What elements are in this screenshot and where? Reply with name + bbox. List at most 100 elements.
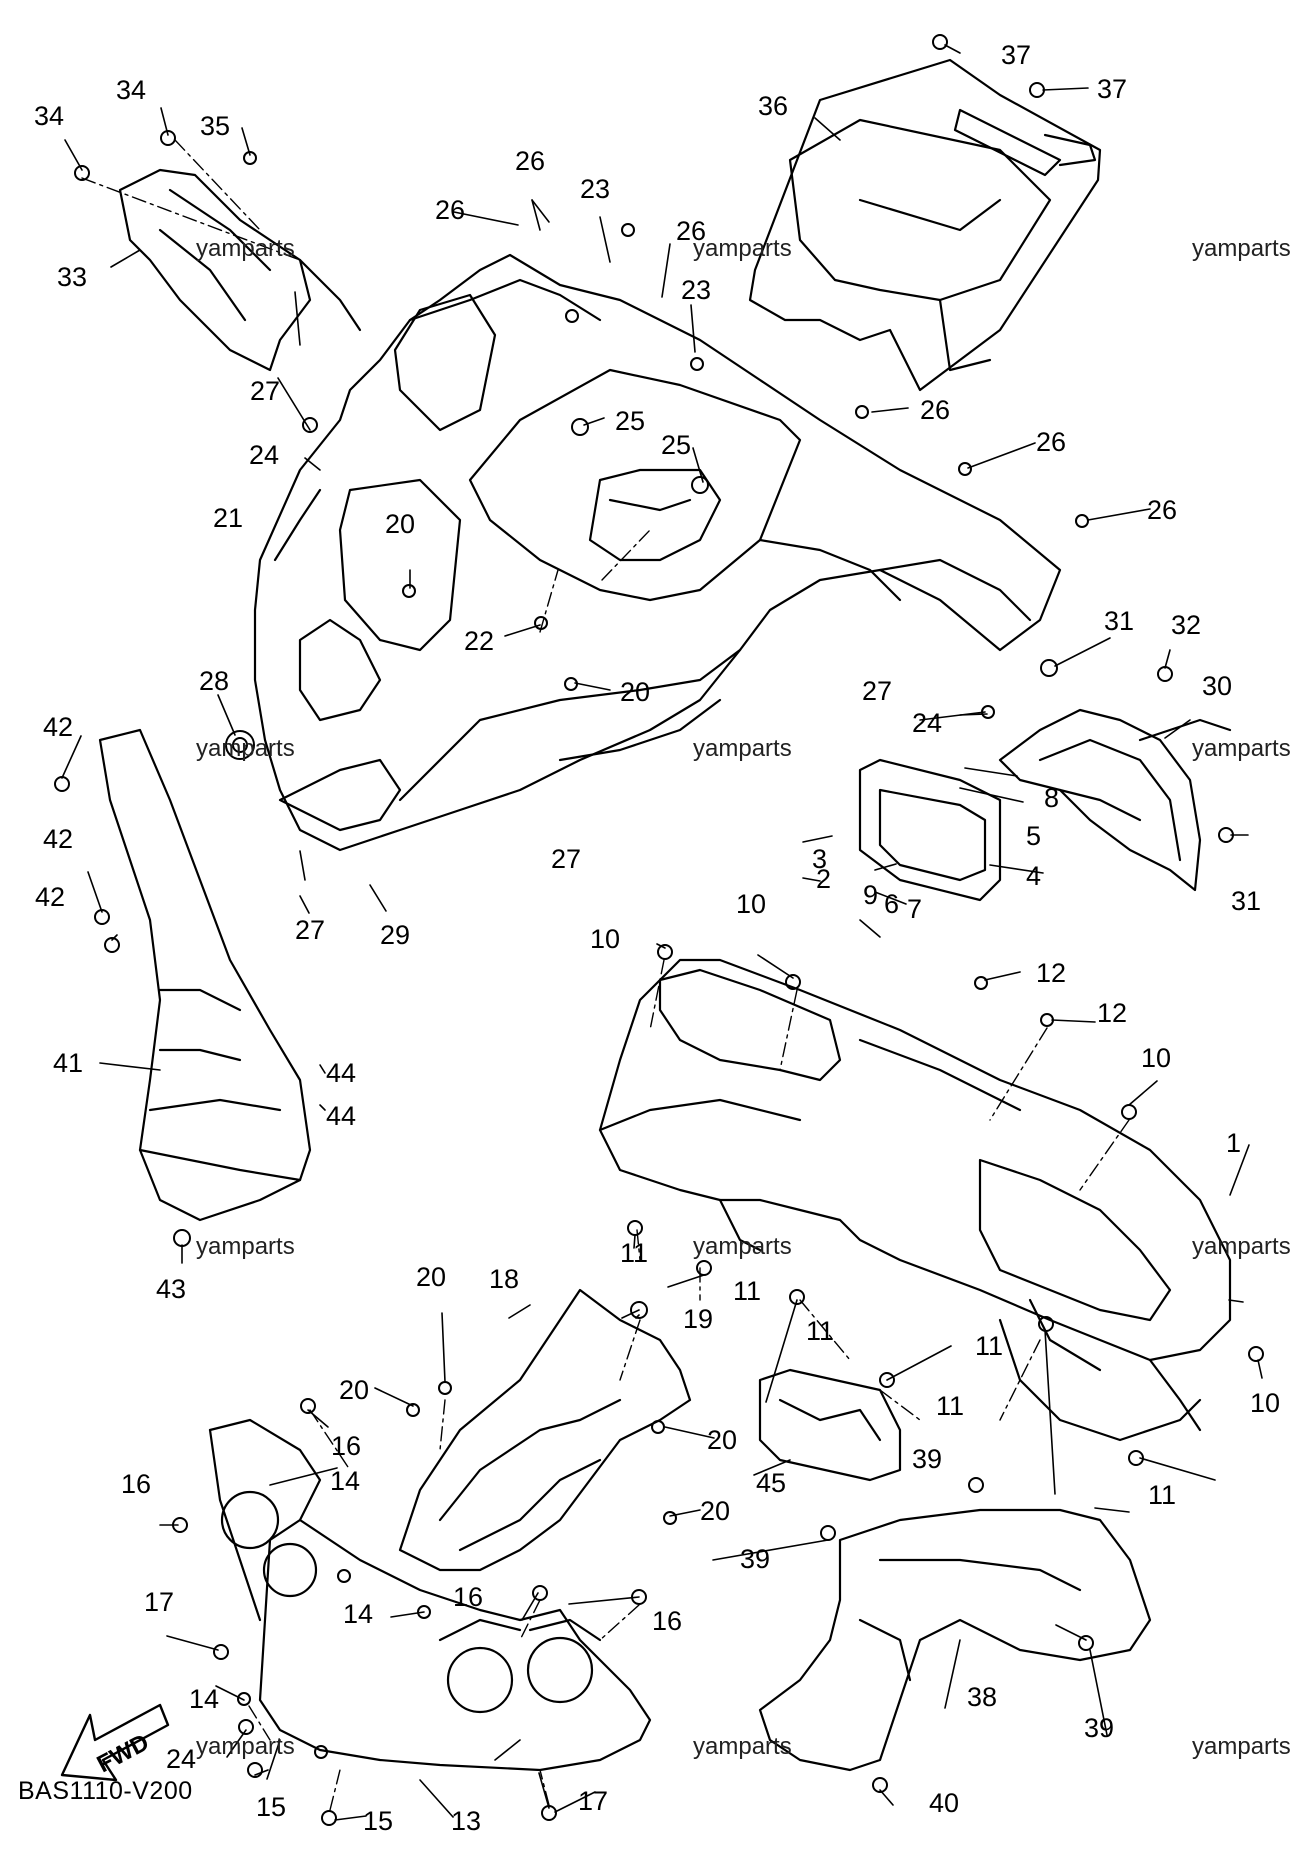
callout-20-a: 20 [385, 509, 416, 539]
callout-35: 35 [200, 111, 231, 141]
watermark: yamparts [1192, 1733, 1291, 1760]
watermark: yamparts [196, 1733, 295, 1760]
callout-16-c: 16 [453, 1582, 484, 1612]
callout-28: 28 [199, 666, 230, 696]
callout-25-a: 25 [615, 406, 646, 436]
watermark: yamparts [196, 735, 295, 762]
callout-6: 6 [884, 889, 900, 919]
callout-26-a: 26 [435, 195, 466, 225]
callout-43: 43 [156, 1274, 187, 1304]
callout-42-a: 42 [43, 712, 74, 742]
callout-26-f: 26 [1147, 495, 1178, 525]
callout-14-a: 14 [330, 1466, 361, 1496]
callout-20-d: 20 [339, 1375, 370, 1405]
callout-24-c: 24 [166, 1744, 197, 1774]
front-fender [225, 253, 1062, 852]
callout-11-d: 11 [975, 1331, 1004, 1361]
callout-23-a: 23 [580, 174, 611, 204]
callout-21: 21 [213, 503, 244, 533]
watermark: yamparts [693, 235, 792, 262]
callout-9: 9 [863, 880, 879, 910]
callout-20-c: 20 [416, 1262, 447, 1292]
watermark: yamparts [693, 1233, 792, 1260]
callout-11-a: 11 [620, 1238, 649, 1268]
callout-7: 7 [907, 894, 923, 924]
callout-22: 22 [464, 626, 495, 656]
callout-8: 8 [1044, 783, 1060, 813]
watermark: yamparts [1192, 235, 1291, 262]
headlight-housing-lower [208, 1418, 652, 1772]
centerlines [81, 139, 1130, 1811]
meter-cover [858, 758, 1002, 902]
callout-5: 5 [1026, 821, 1042, 851]
duct-left [98, 728, 312, 1222]
callout-39-b: 39 [740, 1544, 771, 1574]
watermark: yamparts [196, 1233, 295, 1260]
emblem-plate [758, 1368, 902, 1482]
callout-27-d: 27 [295, 915, 326, 945]
callout-44-b: 44 [326, 1101, 357, 1131]
callout-27-c: 27 [551, 844, 582, 874]
watermark: yamparts [196, 235, 295, 262]
callout-4: 4 [1026, 861, 1042, 891]
callout-20-e: 20 [707, 1425, 738, 1455]
callout-27-a: 27 [250, 376, 281, 406]
callout-37-b: 37 [1097, 74, 1128, 104]
callout-25-b: 25 [661, 430, 692, 460]
callout-26-d: 26 [920, 395, 951, 425]
callout-26-c: 26 [676, 216, 707, 246]
callout-26-e: 26 [1036, 427, 1067, 457]
callout-20-b: 20 [620, 677, 651, 707]
callout-18: 18 [489, 1264, 520, 1294]
callout-14-c: 14 [189, 1684, 220, 1714]
fwd-arrow-icon [60, 1703, 170, 1782]
callout-33: 33 [57, 262, 88, 292]
side-cover-left [118, 168, 362, 372]
callout-38: 38 [967, 1682, 998, 1712]
callout-11-f: 11 [1148, 1480, 1177, 1510]
callout-23-b: 23 [681, 275, 712, 305]
callout-16-a: 16 [121, 1469, 152, 1499]
callout-1: 1 [1226, 1128, 1242, 1158]
callout-10-a: 10 [590, 924, 621, 954]
leader-lines [61, 44, 1263, 1821]
callout-10-b: 10 [736, 889, 767, 919]
callout-11-e: 11 [936, 1391, 965, 1421]
front-panel [598, 958, 1232, 1442]
callout-11-c: 11 [806, 1316, 835, 1346]
callout-24-a: 24 [249, 440, 280, 470]
callout-17-a: 17 [144, 1587, 175, 1617]
watermark: yamparts [693, 735, 792, 762]
callout-10-c: 10 [1141, 1043, 1172, 1073]
watermark: yamparts [1192, 1233, 1291, 1260]
fasteners [54, 34, 1264, 1826]
callout-16-b: 16 [331, 1431, 362, 1461]
callout-39-a: 39 [912, 1444, 943, 1474]
callout-42-b: 42 [43, 824, 74, 854]
callout-39-c: 39 [1084, 1713, 1115, 1743]
callout-27-b: 27 [862, 676, 893, 706]
callout-32: 32 [1171, 610, 1202, 640]
callout-15-b: 15 [363, 1806, 394, 1836]
watermark: yamparts [693, 1733, 792, 1760]
callout-34-a: 34 [34, 101, 65, 131]
side-cover-right [998, 708, 1232, 892]
callout-36: 36 [758, 91, 789, 121]
callout-3: 3 [812, 844, 828, 874]
callout-34-b: 34 [116, 75, 147, 105]
top-panel [748, 58, 1102, 392]
callout-37-a: 37 [1001, 40, 1032, 70]
callout-40: 40 [929, 1788, 960, 1818]
callout-2: 2 [816, 864, 832, 894]
callout-15-a: 15 [256, 1792, 287, 1822]
callout-26-b: 26 [515, 146, 546, 176]
diagram-code: BAS1110-V200 [18, 1777, 193, 1805]
front-panel-mid [398, 1288, 692, 1572]
callout-41: 41 [53, 1048, 84, 1078]
callout-31-a: 31 [1104, 606, 1135, 636]
callout-17-b: 17 [578, 1786, 609, 1816]
callout-16-d: 16 [652, 1606, 683, 1636]
callout-24-b: 24 [912, 708, 943, 738]
callout-20-f: 20 [700, 1496, 731, 1526]
